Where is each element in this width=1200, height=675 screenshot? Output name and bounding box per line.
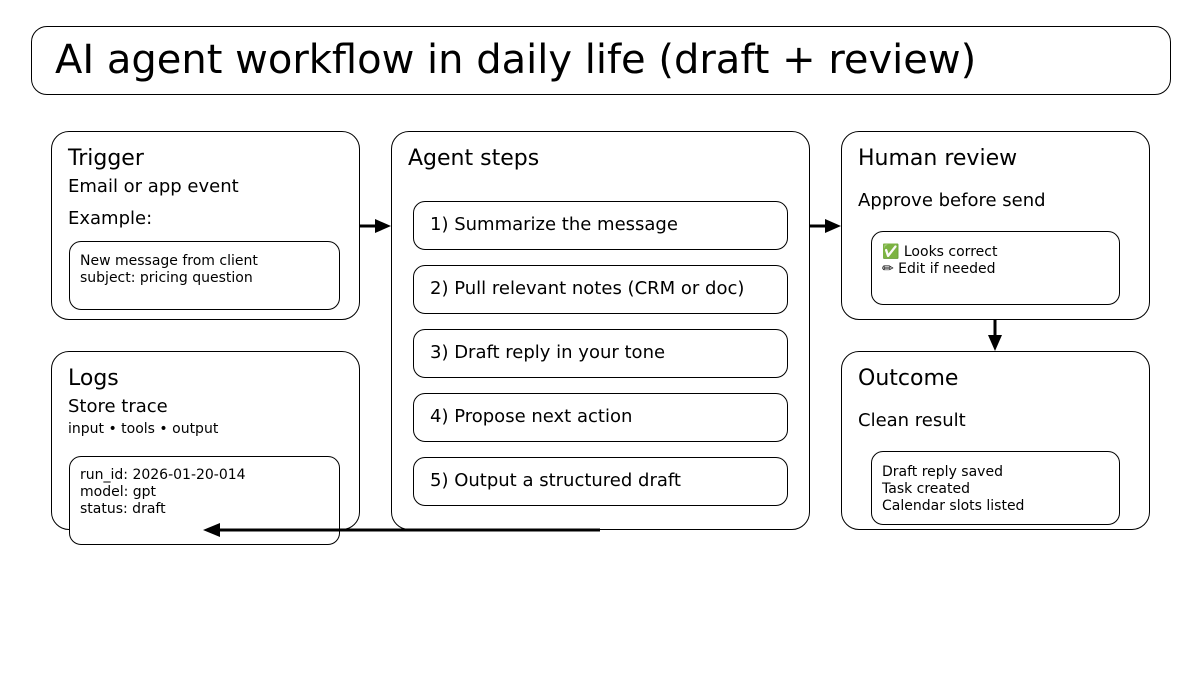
agent-steps-heading: Agent steps [408, 146, 540, 171]
title-box [31, 26, 1171, 95]
review-checklist-box [871, 231, 1120, 305]
agent-step-box [413, 329, 788, 378]
trigger-example-box [69, 241, 340, 310]
agent-step-box [413, 457, 788, 506]
agent-step-box [413, 265, 788, 314]
arrowhead-review-to-outcome [988, 335, 1002, 351]
agent-step-box [413, 393, 788, 442]
logs-subtitle: Store trace [68, 396, 168, 417]
agent-step-label: 5) Output a structured draft [430, 470, 681, 491]
outcome-heading: Outcome [858, 366, 959, 391]
arrowhead-agent-to-review [825, 219, 841, 233]
outcome-results-box [871, 451, 1120, 525]
arrowhead-trigger-to-agent [375, 219, 391, 233]
trigger-example-label: Example: [68, 208, 153, 229]
review-checklist-text: ✅ Looks correct ✏ Edit if needed [882, 244, 998, 277]
agent-step-label: 3) Draft reply in your tone [430, 342, 666, 363]
agent-step-label: 2) Pull relevant notes (CRM or doc) [430, 278, 745, 299]
human-review-subtitle: Approve before send [858, 190, 1046, 211]
human-review-heading: Human review [858, 146, 1018, 171]
trigger-heading: Trigger [68, 146, 144, 171]
logs-heading: Logs [68, 366, 119, 391]
logs-caption: input • tools • output [68, 421, 219, 437]
diagram-title: AI agent workflow in daily life (draft +… [55, 37, 977, 83]
agent-step-label: 1) Summarize the message [430, 214, 678, 235]
trigger-example-text: New message from client subject: pricing… [80, 253, 258, 286]
outcome-subtitle: Clean result [858, 410, 966, 431]
trigger-subtitle: Email or app event [68, 176, 239, 197]
logs-trace-text: run_id: 2026-01-20-014 model: gpt status… [80, 467, 246, 517]
outcome-results-text: Draft reply saved Task created Calendar … [882, 464, 1025, 514]
agent-step-box [413, 201, 788, 250]
agent-step-label: 4) Propose next action [430, 406, 633, 427]
